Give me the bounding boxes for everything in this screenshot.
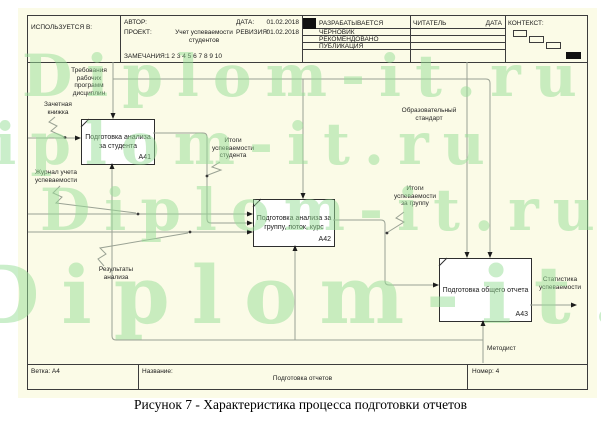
arrowhead (109, 163, 115, 169)
leader-dot (136, 212, 140, 216)
arrow-label-zhurnal: Журнал учета успеваемости (34, 169, 78, 184)
activity-box-a43: Подготовка общего отчета А43 (439, 258, 532, 322)
leader-zachetka (48, 116, 65, 138)
leader-zhurnal (52, 185, 137, 214)
fold-a43 (438, 257, 448, 267)
arrowhead (433, 282, 439, 288)
leader-dot (205, 174, 209, 178)
arrowhead (75, 135, 81, 141)
status-row-line-4 (302, 49, 505, 50)
arrow-label-itogi-studenta: Итоги успеваемости студента (211, 137, 255, 159)
header-divider-1 (120, 15, 121, 62)
project-label: ПРОЕКТ: (124, 29, 152, 36)
arrow-trebovaniya-to-a43 (113, 78, 491, 253)
arrow-label-zachetka: Зачетная книжка (44, 101, 72, 116)
footer-title-value: Подготовка отчетов (272, 375, 333, 382)
author-label: АВТОР: (124, 19, 147, 26)
arrowhead (487, 252, 493, 258)
arrowhead (571, 302, 577, 308)
arrowhead (247, 211, 253, 217)
status-row-3: ПУБЛИКАЦИЯ (319, 43, 364, 50)
arrow-a42-to-a43 (333, 219, 434, 286)
header-divider-4 (505, 15, 506, 62)
footer-branch: Ветка: А4 (31, 368, 60, 375)
activity-code-a42: А42 (318, 236, 331, 243)
date-value: 01.02.2018 (266, 19, 299, 26)
arrowhead (247, 220, 253, 226)
status-row-1: ЧЕРНОВИК (319, 28, 355, 36)
status-row-line-1 (316, 28, 505, 29)
leader-rezultaty (97, 232, 189, 267)
reader-label: ЧИТАТЕЛЬ (413, 20, 447, 27)
arrow-label-trebovaniya: Требования рабочих программ дисциплин (71, 67, 107, 97)
arrow-label-rezultaty: Результаты анализа (98, 266, 134, 281)
status-row-2: РЕКОМЕНДОВАНО (319, 35, 379, 43)
used-in-label: ИСПОЛЬЗУЕТСЯ В: (31, 24, 93, 31)
header-divider-2 (302, 15, 303, 62)
arrowhead (110, 113, 116, 119)
activity-code-a41: А41 (138, 154, 151, 161)
footer-number: Номер: 4 (472, 368, 500, 375)
arrowhead (480, 320, 486, 326)
activity-label-a42: Подготовка анализа за группу, поток, кур… (256, 215, 332, 231)
date-label: ДАТА: (236, 19, 255, 26)
activity-label-a41: Подготовка анализа за студента (85, 134, 151, 150)
notes-numbers: 1 2 3 4 5 6 7 8 9 10 (166, 53, 223, 60)
footer-title-label: Название: (142, 368, 173, 375)
context-label: КОНТЕКСТ: (508, 20, 544, 27)
revision-label: РЕВИЗИЯ: (236, 29, 269, 36)
context-page-icon (529, 36, 544, 43)
arrow-label-statistika: Статистика успеваемости (538, 276, 582, 291)
arrowhead (292, 245, 298, 251)
context-current-page-icon (566, 52, 581, 59)
form-frame (27, 15, 588, 390)
figure-caption: Рисунок 7 - Характеристика процесса подг… (134, 397, 467, 412)
activity-code-a43: А43 (515, 311, 528, 318)
arrowhead (300, 193, 306, 199)
leader-dot (63, 136, 67, 139)
footer-divider-1 (138, 364, 139, 389)
arrow-label-obrazovatelny: Образовательный стандарт (401, 107, 457, 122)
fold-a42 (252, 198, 262, 208)
arrow-metodist-to-a41 (111, 168, 483, 341)
status-row-line-3 (302, 42, 505, 43)
status-row-0: РАЗРАБАТЫВАЕТСЯ (319, 20, 384, 27)
project-value: Учет успеваемости студентов (175, 29, 233, 44)
activity-label-a43: Подготовка общего отчета (442, 286, 529, 294)
activity-box-a42: Подготовка анализа за группу, поток, кур… (253, 199, 335, 247)
arrow-label-itogi-gruppy: Итоги успеваемости за группу (393, 185, 437, 207)
context-page-icon (513, 30, 527, 37)
fold-a41 (80, 118, 90, 128)
arrowhead (464, 252, 470, 258)
revision-value: 01.02.2018 (266, 29, 299, 36)
leader-itogi-studenta (207, 161, 223, 176)
footer-divider-2 (467, 364, 468, 389)
context-page-icon (546, 42, 561, 49)
arrow-a41-to-a42 (153, 132, 248, 224)
leader-dot (188, 230, 192, 234)
leader-itogi-gruppy (387, 211, 406, 233)
arrow-label-metodist: Методист (487, 345, 516, 352)
activity-box-a41: Подготовка анализа за студента А41 (81, 119, 155, 165)
leader-dot (385, 231, 389, 235)
reader-date-label: ДАТА (485, 20, 502, 27)
status-marker-icon (303, 18, 316, 29)
header-bottom-line (27, 62, 587, 63)
status-row-line-2 (302, 35, 505, 36)
arrowhead (247, 229, 253, 235)
notes-label: ЗАМЕЧАНИЯ: (124, 53, 167, 60)
footer-top-line (27, 364, 587, 365)
header-divider-3 (410, 15, 411, 62)
